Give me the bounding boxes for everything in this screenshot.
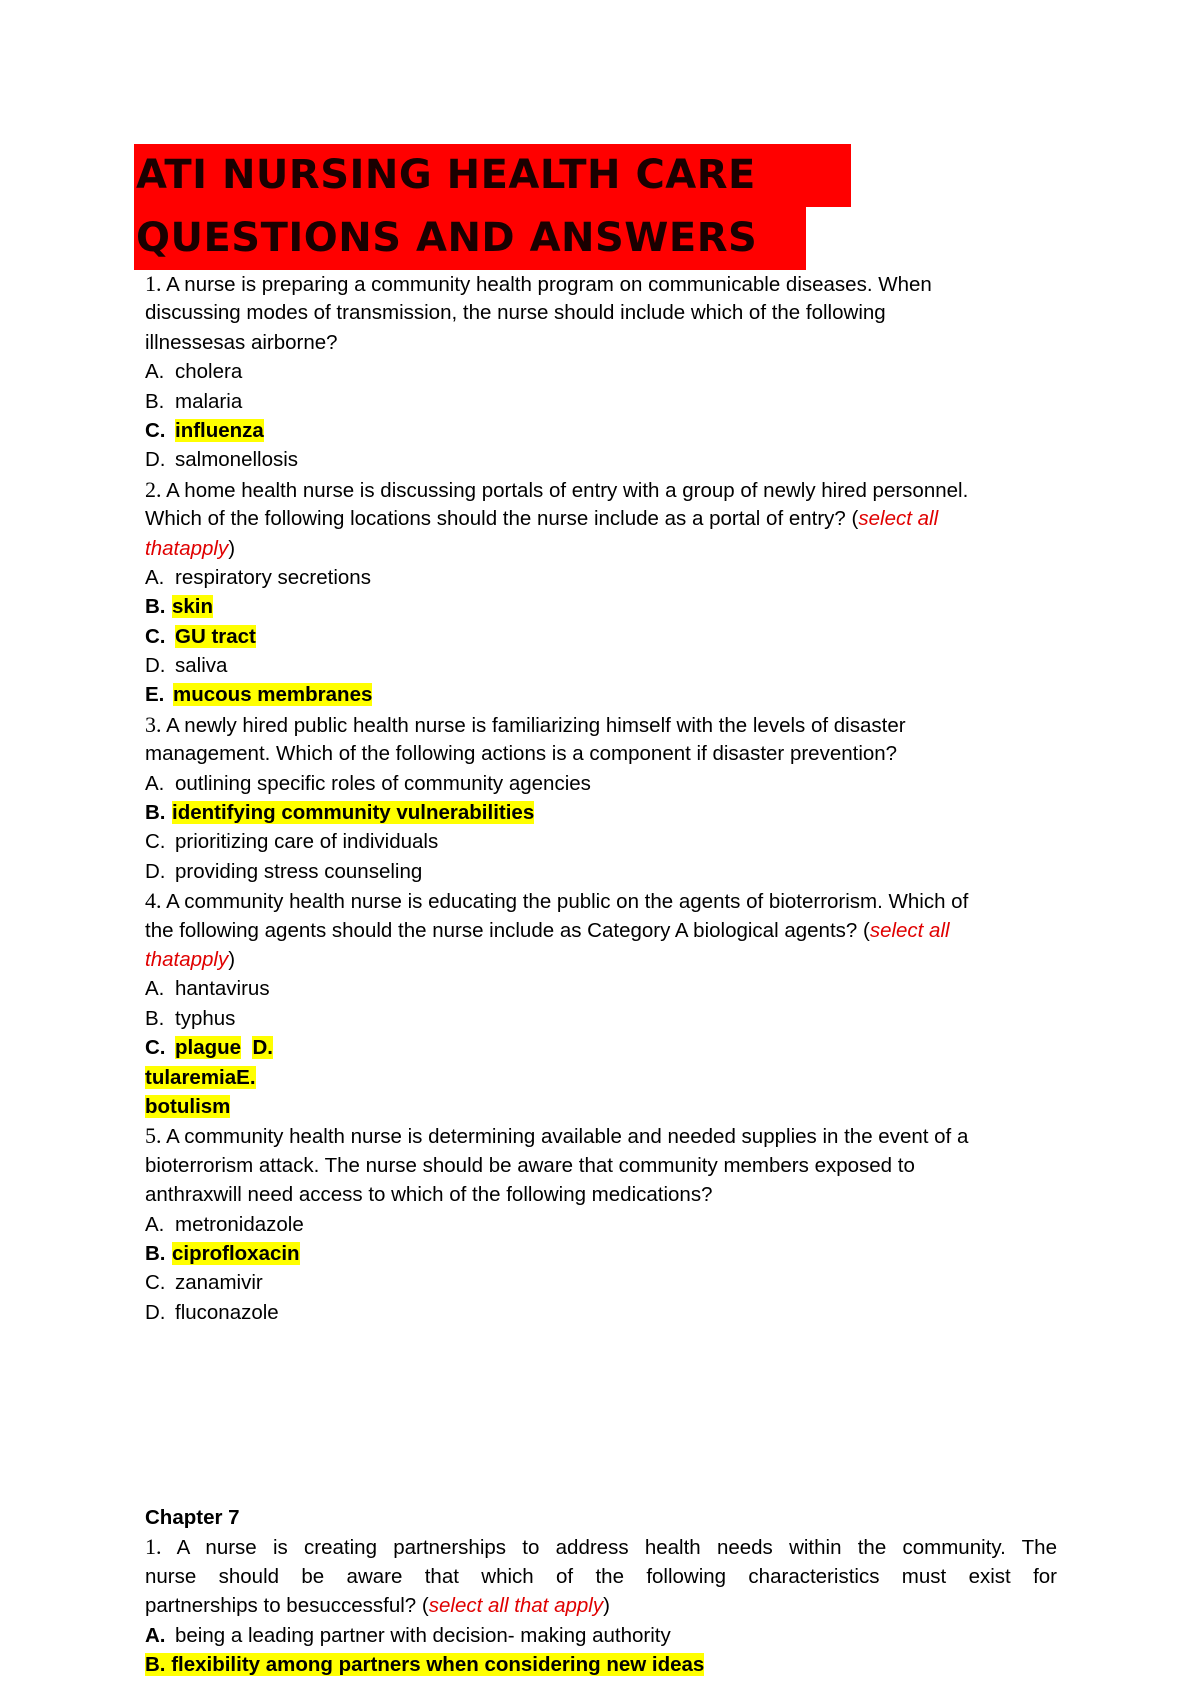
answer-highlight: GU tract — [175, 624, 256, 648]
title-line-1: ATI NURSING HEALTH CARE — [134, 144, 851, 207]
option: A.respiratory secretions — [145, 565, 371, 589]
question-4: 4. A community health nurse is educating… — [145, 886, 1057, 1121]
answer-highlight: D. — [252, 1036, 273, 1060]
chapter-question-1-stem: 1. A nurse is creating partnerships to a… — [145, 1534, 1057, 1560]
chapter-question-1-stem-cont: nurse should be aware that which of the … — [145, 1564, 1057, 1588]
option: D.saliva — [145, 654, 228, 678]
question-2-stem-cont: Which of the following locations should … — [145, 507, 939, 531]
option: A.metronidazole — [145, 1212, 304, 1236]
option: A.being a leading partner with decision-… — [145, 1623, 671, 1647]
correct-option: B.ciprofloxacin — [145, 1241, 300, 1265]
answer-highlight: ciprofloxacin — [172, 1241, 300, 1265]
option: B.typhus — [145, 1006, 236, 1030]
question-1: 1. A nurse is preparing a community heal… — [145, 269, 1057, 475]
question-4-stem-cont: thatapply) — [145, 947, 236, 971]
correct-option: B.skin — [145, 595, 214, 619]
answer-highlight: identifying community vulnerabilities — [172, 801, 535, 825]
correct-option: B.identifying community vulnerabilities — [145, 801, 535, 825]
page-gap — [145, 1327, 1057, 1503]
chapter-heading: Chapter 7 — [145, 1506, 240, 1530]
question-4-stem-cont: the following agents should the nurse in… — [145, 918, 950, 942]
correct-option: tularemiaE. — [145, 1063, 1057, 1092]
answer-highlight: mucous membranes — [173, 683, 373, 707]
question-2-stem-cont: thatapply) — [145, 536, 236, 560]
select-all-note: thatapply — [145, 536, 229, 560]
question-1-stem-cont: discussing modes of transmission, the nu… — [145, 301, 886, 325]
correct-option: C.plague D. — [145, 1036, 273, 1060]
question-5-stem: 5. A community health nurse is determini… — [145, 1123, 969, 1149]
select-all-note: select all — [869, 918, 950, 942]
option: D.providing stress counseling — [145, 859, 423, 883]
option: D.fluconazole — [145, 1300, 279, 1324]
question-5-stem-cont: bioterrorism attack. The nurse should be… — [145, 1153, 915, 1177]
select-all-note: select all — [858, 507, 939, 531]
answer-highlight: skin — [172, 595, 214, 619]
question-2: 2. A home health nurse is discussing por… — [145, 475, 1057, 710]
correct-option: B. flexibility among partners when consi… — [145, 1650, 1057, 1679]
question-5: 5. A community health nurse is determini… — [145, 1121, 1057, 1327]
chapter-question-1-stem-cont: partnerships to besuccessful? (select al… — [145, 1594, 610, 1618]
question-2-stem: 2. A home health nurse is discussing por… — [145, 476, 969, 502]
select-all-note: select all that apply — [428, 1594, 604, 1618]
question-3-stem: 3. A newly hired public health nurse is … — [145, 711, 906, 737]
question-3-stem-cont: management. Which of the following actio… — [145, 742, 898, 766]
correct-option: botulism — [145, 1092, 1057, 1121]
answer-highlight: influenza — [175, 418, 264, 442]
correct-option: C.GU tract — [145, 624, 256, 648]
option: B.malaria — [145, 389, 243, 413]
title-line-2: QUESTIONS AND ANSWERS — [134, 207, 806, 270]
question-1-stem: 1. A nurse is preparing a community heal… — [145, 271, 932, 296]
answer-highlight: B. flexibility among partners when consi… — [145, 1653, 705, 1677]
question-list: 1. A nurse is preparing a community heal… — [145, 269, 1057, 1679]
question-4-stem: 4. A community health nurse is educating… — [145, 888, 969, 914]
question-5-stem-cont: anthraxwill need access to which of the … — [145, 1183, 713, 1207]
option: A.cholera — [145, 360, 243, 384]
correct-option: C.influenza — [145, 418, 264, 442]
option: A.hantavirus — [145, 977, 270, 1001]
question-3: 3. A newly hired public health nurse is … — [145, 710, 1057, 886]
answer-highlight: tularemiaE. — [145, 1065, 256, 1089]
answer-highlight: plague — [175, 1036, 242, 1060]
select-all-note: thatapply — [145, 947, 229, 971]
answer-highlight: botulism — [145, 1094, 231, 1118]
option: C.prioritizing care of individuals — [145, 830, 439, 854]
document-title: ATI NURSING HEALTH CARE QUESTIONS AND AN… — [134, 144, 851, 270]
question-1-stem-cont: illnessesas airborne? — [145, 330, 338, 354]
correct-option: E.mucous membranes — [145, 683, 373, 707]
option: C.zanamivir — [145, 1271, 263, 1295]
chapter-7-section: Chapter 7 1. A nurse is creating partner… — [145, 1503, 1057, 1679]
option: D.salmonellosis — [145, 448, 299, 472]
option: A.outlining specific roles of community … — [145, 771, 591, 795]
